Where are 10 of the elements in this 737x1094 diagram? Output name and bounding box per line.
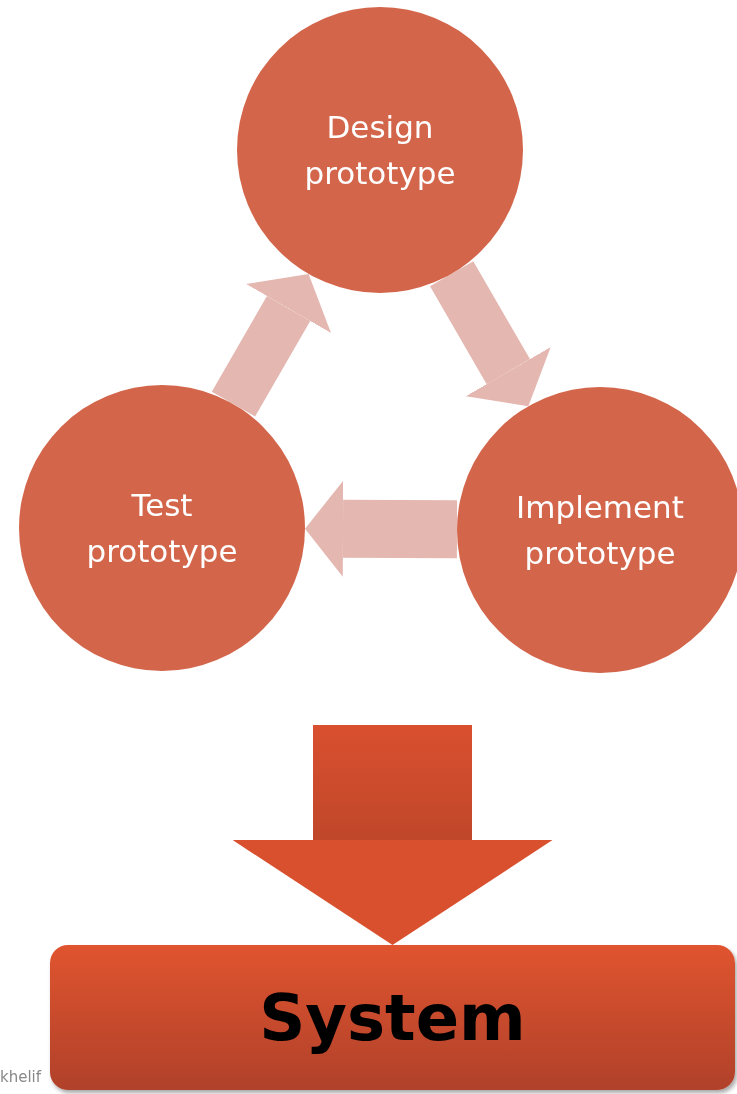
author-note: khelif — [0, 1068, 42, 1086]
block-arrow — [211, 273, 331, 417]
node-label: System — [259, 980, 526, 1055]
node-label: Test prototype — [85, 485, 239, 571]
block-arrow — [232, 725, 553, 945]
node-label: Implement prototype — [515, 487, 685, 573]
block-arrow — [430, 261, 551, 407]
block-arrow — [305, 480, 458, 577]
rounded-box — [50, 945, 735, 1090]
node-label: Design prototype — [303, 107, 457, 193]
